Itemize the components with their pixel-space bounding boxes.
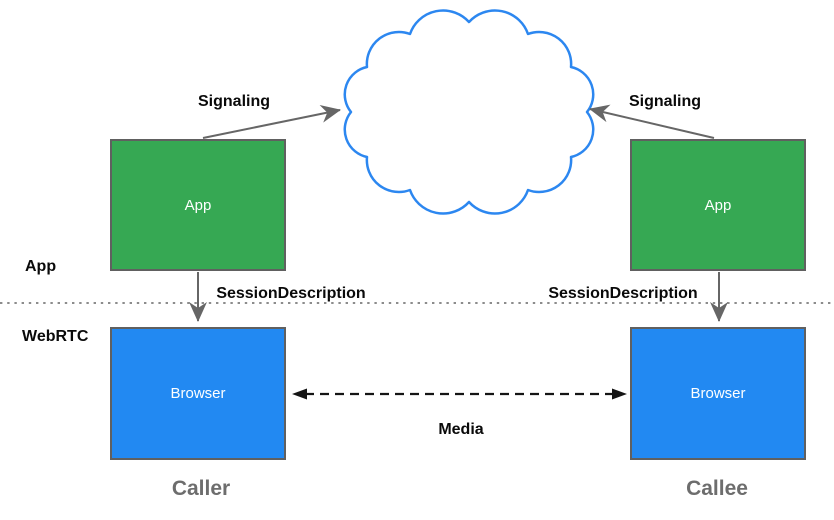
caller-app-label: App: [184, 196, 212, 214]
caller-app-box: App: [110, 139, 286, 271]
signaling-arrow-left: [202, 104, 341, 139]
media-label: Media: [438, 421, 484, 438]
caller-browser-label: Browser: [170, 385, 226, 402]
cloud-icon: [343, 9, 595, 215]
session-description-label-right: SessionDescription: [548, 285, 698, 302]
layer-label-webrtc: WebRTC: [22, 328, 89, 345]
layer-label-app: App: [25, 258, 57, 275]
callee-app-box: App: [630, 139, 806, 271]
callee-app-label: App: [704, 196, 732, 214]
caller-browser-box: Browser: [110, 327, 286, 460]
callee-browser-box: Browser: [630, 327, 806, 460]
signaling-arrow-right: [589, 104, 715, 139]
signaling-label-right: Signaling: [629, 93, 701, 110]
media-arrowhead-left-icon: [292, 388, 307, 400]
callee-label: Callee: [686, 477, 748, 500]
caller-label: Caller: [171, 477, 231, 500]
callee-browser-label: Browser: [690, 385, 746, 402]
signaling-label-left: Signaling: [198, 93, 270, 110]
session-description-label-left: SessionDescription: [216, 285, 366, 302]
media-arrowhead-right-icon: [612, 388, 627, 400]
